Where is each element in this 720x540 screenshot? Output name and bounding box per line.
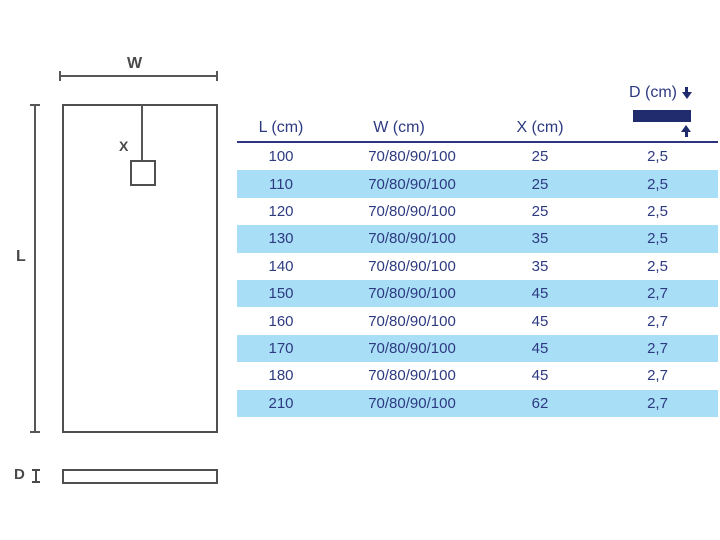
cell-depth: 2,7 (647, 285, 668, 303)
cell-drain-offset: 45 (531, 285, 549, 303)
table-row: 130 70/80/90/100 35 2,5 (237, 225, 718, 253)
cell-depth: 2,5 (647, 202, 668, 220)
width-dimension-line (59, 75, 218, 77)
cell-length: 120 (268, 202, 294, 220)
tray-plan-outline (62, 104, 218, 433)
depth-dimension-tick-stem (35, 471, 37, 481)
drain-offset-line (141, 104, 143, 172)
cell-depth: 2,7 (647, 339, 668, 357)
cell-depth: 2,7 (647, 367, 668, 385)
cell-drain-offset: 25 (531, 175, 549, 193)
cell-width-options: 70/80/90/100 (368, 148, 456, 166)
length-dimension-line (34, 104, 36, 433)
width-dimension-tick-left (59, 71, 61, 81)
cell-length: 170 (268, 339, 294, 357)
width-dimension-tick-right (216, 71, 218, 81)
cell-width-options: 70/80/90/100 (368, 202, 456, 220)
cell-depth: 2,7 (647, 394, 668, 412)
table-row: 120 70/80/90/100 25 2,5 (237, 197, 718, 226)
cell-drain-offset: 25 (531, 148, 549, 166)
cell-drain-offset: 45 (531, 339, 549, 357)
header-length: L (cm) (258, 119, 304, 136)
cell-depth: 2,5 (647, 148, 668, 166)
cell-drain-offset: 35 (531, 230, 549, 248)
cell-drain-offset: 45 (531, 367, 549, 385)
table-row: 110 70/80/90/100 25 2,5 (237, 170, 718, 198)
table-header: L (cm) W (cm) X (cm) D (cm) (237, 84, 718, 143)
table-row: 140 70/80/90/100 35 2,5 (237, 252, 718, 280)
cell-length: 210 (268, 394, 294, 412)
cell-length: 140 (268, 257, 294, 275)
table-body: 100 70/80/90/100 25 2,5 110 70/80/90/100… (237, 143, 718, 417)
table-row: 100 70/80/90/100 25 2,5 (237, 143, 718, 171)
cell-drain-offset: 45 (531, 312, 549, 330)
cell-depth: 2,5 (647, 230, 668, 248)
cell-width-options: 70/80/90/100 (368, 175, 456, 193)
depth-dimension-tick (32, 469, 40, 483)
cell-length: 100 (268, 148, 294, 166)
cell-width-options: 70/80/90/100 (368, 312, 456, 330)
cell-width-options: 70/80/90/100 (368, 257, 456, 275)
width-dimension-label: W (127, 55, 144, 72)
cell-depth: 2,5 (647, 257, 668, 275)
cell-length: 130 (268, 230, 294, 248)
depth-dimension-label: D (14, 466, 25, 483)
cell-depth: 2,7 (647, 312, 668, 330)
cell-length: 110 (269, 175, 293, 193)
cell-width-options: 70/80/90/100 (368, 394, 456, 412)
cell-width-options: 70/80/90/100 (368, 339, 456, 357)
table-row: 160 70/80/90/100 45 2,7 (237, 307, 718, 335)
cell-drain-offset: 35 (531, 257, 549, 275)
cell-width-options: 70/80/90/100 (368, 230, 456, 248)
arrow-up-icon (681, 125, 691, 137)
dimensions-table: L (cm) W (cm) X (cm) D (cm) 100 70/80/90… (237, 84, 718, 417)
tray-side-view (62, 469, 218, 484)
cell-length: 150 (268, 285, 294, 303)
arrow-down-icon (681, 87, 692, 99)
header-drain-offset: X (cm) (516, 119, 564, 136)
cell-length: 160 (268, 312, 294, 330)
depth-bar (633, 110, 691, 122)
cell-drain-offset: 62 (531, 394, 549, 412)
length-dimension-tick-top (30, 104, 40, 106)
header-width: W (cm) (373, 119, 425, 136)
drain-square (130, 160, 156, 186)
table-row: 170 70/80/90/100 45 2,7 (237, 334, 718, 363)
table-row: 180 70/80/90/100 45 2,7 (237, 362, 718, 390)
table-row: 210 70/80/90/100 62 2,7 (237, 389, 718, 417)
drain-offset-label: X (119, 138, 129, 154)
header-depth: D (cm) (629, 84, 677, 101)
length-dimension-label: L (16, 248, 26, 265)
cell-depth: 2,5 (647, 175, 668, 193)
cell-width-options: 70/80/90/100 (368, 285, 456, 303)
cell-width-options: 70/80/90/100 (368, 367, 456, 385)
length-dimension-tick-bottom (30, 431, 40, 433)
cell-drain-offset: 25 (531, 202, 549, 220)
table-row: 150 70/80/90/100 45 2,7 (237, 279, 718, 308)
cell-length: 180 (268, 367, 294, 385)
